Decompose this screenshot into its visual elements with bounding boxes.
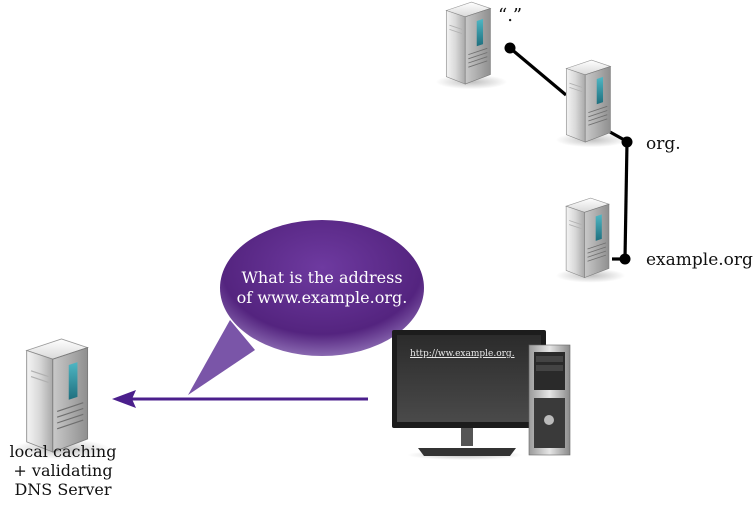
tree-links	[504, 42, 633, 265]
link-org-to-example	[623, 141, 629, 260]
example-zone-label: example.org.	[646, 250, 753, 270]
query-arrow	[112, 390, 368, 408]
client-computer-icon	[392, 330, 571, 460]
org-zone-label: org.	[646, 134, 681, 154]
link-root-to-org	[508, 46, 568, 97]
resolver-label: local caching + validating DNS Server	[0, 442, 126, 500]
resolver-label-line2: + validating	[13, 461, 113, 481]
resolver-label-line3: DNS Server	[14, 480, 112, 500]
example-server-icon	[555, 197, 626, 284]
query-bubble	[188, 220, 424, 395]
browser-url-link[interactable]: http://ww.example.org.	[410, 349, 515, 359]
root-zone-label: “.”	[498, 5, 523, 26]
query-text: What is the address of www.example.org.	[236, 268, 408, 307]
node-dot-example	[619, 253, 631, 265]
root-server-icon	[435, 1, 508, 90]
resolver-label-line1: local caching	[9, 442, 117, 461]
node-dot-root	[504, 42, 516, 54]
